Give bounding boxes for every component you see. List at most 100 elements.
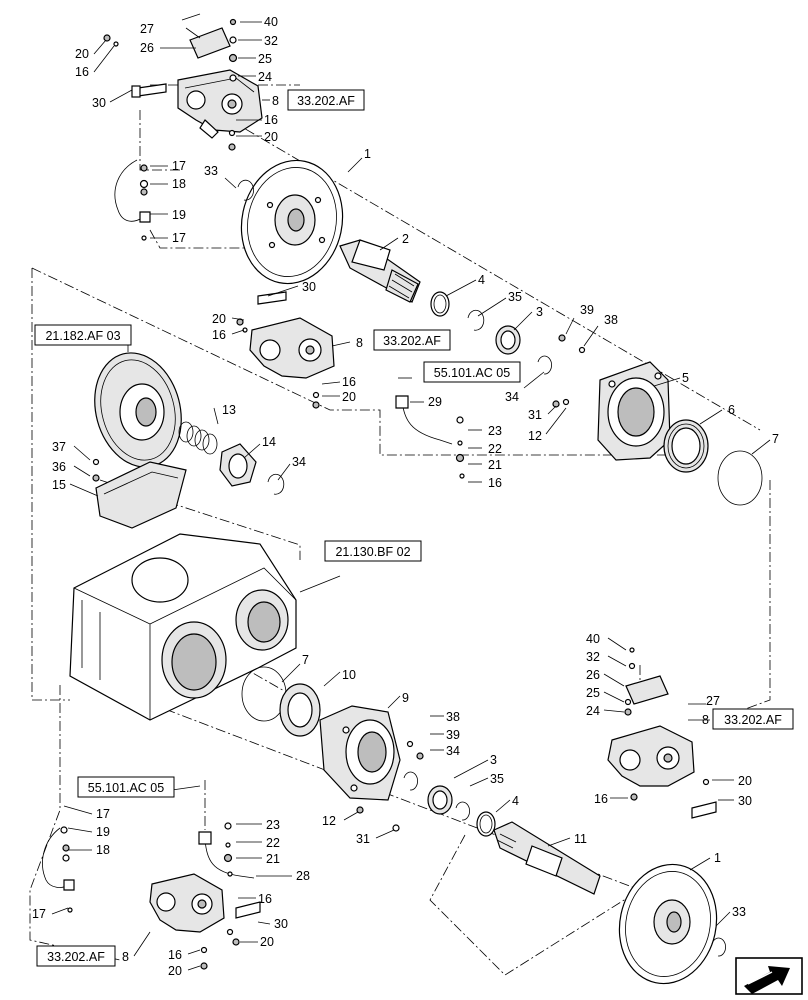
part-number: 14 [262, 435, 276, 449]
svg-text:33.202.AF: 33.202.AF [297, 94, 355, 108]
differential-gear [94, 352, 182, 468]
brake-disc-bottom [618, 863, 718, 985]
part-number: 38 [446, 710, 460, 724]
brake-disc-top [240, 159, 344, 285]
svg-text:55.101.AC 05: 55.101.AC 05 [88, 781, 164, 795]
svg-text:55.101.AC 05: 55.101.AC 05 [434, 366, 510, 380]
part-number: 32 [586, 650, 600, 664]
reference-box-r6[interactable]: 33.202.AF [712, 708, 794, 730]
part-number: 15 [52, 478, 66, 492]
part-number: 30 [738, 794, 752, 808]
brake-hose-top [114, 159, 151, 241]
rings-shaft-bottom [427, 785, 496, 837]
caliper-right [607, 647, 717, 819]
part-number: 16 [594, 792, 608, 806]
o-ring-7-bottom [241, 666, 287, 722]
part-number: 28 [296, 869, 310, 883]
part-number: 20 [260, 935, 274, 949]
o-ring-7-top [717, 450, 763, 506]
part-number: 39 [580, 303, 594, 317]
part-number: 20 [342, 390, 356, 404]
part-number: 13 [222, 403, 236, 417]
part-number: 34 [505, 390, 519, 404]
part-number: 16 [258, 892, 272, 906]
reference-box-r1[interactable]: 33.202.AF [287, 89, 365, 111]
part-number: 30 [274, 917, 288, 931]
reference-box-r7[interactable]: 55.101.AC 05 [77, 776, 175, 798]
part-number: 9 [402, 691, 409, 705]
small-hardware-top [103, 18, 238, 151]
speed-sensor-29 [395, 395, 453, 445]
part-number: 20 [75, 47, 89, 61]
svg-text:33.202.AF: 33.202.AF [47, 950, 105, 964]
part-number: 16 [342, 375, 356, 389]
part-number: 39 [446, 728, 460, 742]
axle-housing-9 [319, 705, 401, 801]
caliper-bottom-left [149, 873, 261, 970]
part-number: 6 [728, 403, 735, 417]
part-number: 31 [528, 408, 542, 422]
part-number: 35 [490, 772, 504, 786]
part-number: 37 [52, 440, 66, 454]
part-number: 35 [508, 290, 522, 304]
snap-ring-33-bottom [711, 937, 726, 957]
part-number: 30 [92, 96, 106, 110]
hardware-housing-bottom [356, 740, 424, 832]
part-number: 21 [266, 852, 280, 866]
part-number: 38 [604, 313, 618, 327]
part-number: 12 [528, 429, 542, 443]
part-number: 11 [574, 832, 587, 846]
part-number: 16 [488, 476, 502, 490]
part-number: 25 [586, 686, 600, 700]
next-page-arrow-icon[interactable] [735, 957, 803, 995]
part-number: 4 [512, 794, 519, 808]
part-number: 29 [428, 395, 442, 409]
part-number: 5 [682, 371, 689, 385]
part-number: 30 [302, 280, 316, 294]
part-number: 4 [478, 273, 485, 287]
part-number: 3 [536, 305, 543, 319]
coupling-14 [219, 443, 257, 487]
part-number: 19 [96, 825, 110, 839]
part-number: 20 [212, 312, 226, 326]
part-number: 7 [772, 432, 779, 446]
bolt-top-30 [131, 83, 167, 98]
reference-box-r3[interactable]: 21.182.AF 03 [34, 324, 132, 346]
part-number: 1 [714, 851, 721, 865]
pad-kit-top [181, 13, 231, 59]
part-number: 25 [258, 52, 272, 66]
part-number: 36 [52, 460, 66, 474]
part-number: 26 [586, 668, 600, 682]
part-number: 18 [96, 843, 110, 857]
part-number: 34 [292, 455, 306, 469]
part-number: 16 [264, 113, 278, 127]
part-number: 23 [266, 818, 280, 832]
reference-box-r5[interactable]: 21.130.BF 02 [324, 540, 422, 562]
part-number: 24 [258, 70, 272, 84]
part-number: 17 [96, 807, 110, 821]
brake-hose-bottom [42, 826, 75, 913]
part-number: 20 [738, 774, 752, 788]
part-number: 23 [488, 424, 502, 438]
part-number: 16 [75, 65, 89, 79]
spring-13 [178, 421, 218, 455]
caliper-middle [236, 291, 335, 409]
part-number: 19 [172, 208, 186, 222]
part-number: 8 [272, 94, 279, 108]
snap-ring-34-mid [267, 473, 285, 495]
part-number: 17 [172, 231, 186, 245]
part-number: 31 [356, 832, 370, 846]
part-number: 3 [490, 753, 497, 767]
shaft-11 [493, 821, 601, 895]
caliper-top [177, 69, 263, 139]
part-number: 8 [702, 713, 709, 727]
part-number: 17 [32, 907, 46, 921]
reference-box-r4[interactable]: 55.101.AC 05 [423, 361, 521, 383]
reference-box-r2[interactable]: 33.202.AF [373, 329, 451, 351]
part-number: 7 [302, 653, 309, 667]
reference-box-r8[interactable]: 33.202.AF [36, 945, 116, 967]
part-number: 40 [586, 632, 600, 646]
svg-text:21.130.BF 02: 21.130.BF 02 [335, 545, 410, 559]
part-number: 33 [204, 164, 218, 178]
